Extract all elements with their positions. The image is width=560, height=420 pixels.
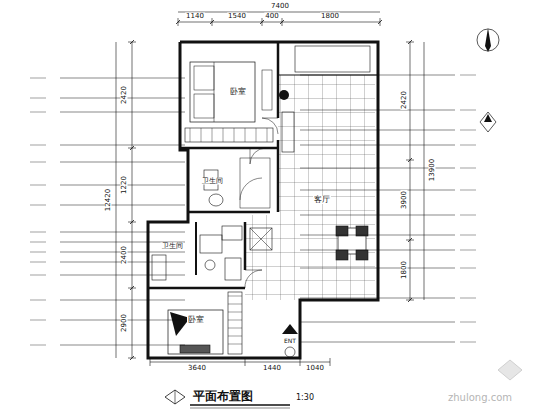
dimension-text: 1040 [305,365,325,372]
leader-lines [30,75,476,345]
dimension-text: 2420 [121,85,128,105]
dimension-text: 1800 [401,260,408,280]
dimension-text: 2900 [121,313,128,333]
title-marker [165,390,290,408]
watermark-logo [498,360,522,380]
walls [148,42,378,358]
room-label: ENT [283,338,297,344]
room-label: 客厅 [313,196,331,204]
furniture [152,62,368,354]
dimension-text: 3900 [401,190,408,210]
floor-tiles [245,75,375,300]
watermark: zhulong.com [447,393,513,403]
doors [245,118,278,288]
dimension-text: 1220 [121,175,128,195]
dimension-text: 1140 [185,13,205,20]
dimension-text: 12420 [105,188,112,212]
dimension-text: 13900 [429,158,436,182]
room-label: 卧室 [229,88,247,96]
dimension-text: 400 [264,13,279,20]
north-arrow [477,28,499,132]
scale-text: 1:30 [295,394,315,402]
dimension-text: 2420 [401,90,408,110]
dimension-text: 1540 [227,13,247,20]
dimension-text: 1440 [262,365,282,372]
drawing-title: 平面布置图 [192,390,254,402]
room-label: 卧室 [187,316,205,324]
dimension-text: 1800 [320,13,340,20]
dimension-lines [116,12,424,366]
dimension-text: 3640 [187,365,207,372]
room-label: 卫生间 [201,178,224,185]
room-label: 卫生间 [161,243,184,250]
dimension-text: 2400 [121,245,128,265]
dimension-text: 7400 [270,3,290,10]
entrance-marker [282,324,298,357]
